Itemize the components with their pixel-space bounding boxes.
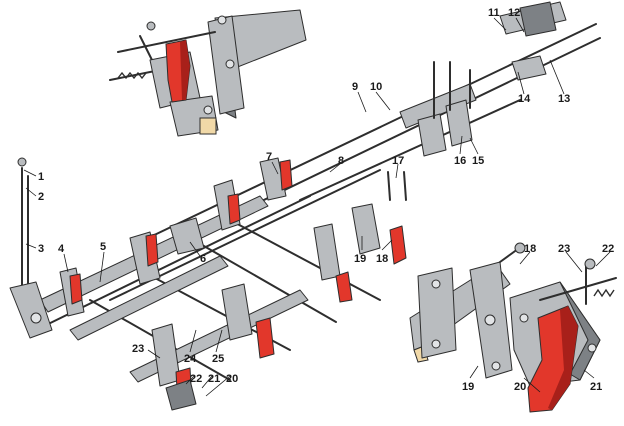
inset-bottom-right — [409, 242, 617, 413]
brake-shoe-7 — [279, 159, 293, 191]
label-4: 4 — [58, 243, 65, 255]
hanger-mid — [213, 179, 241, 231]
inset2-backplate — [417, 267, 457, 359]
inset-wood-end — [199, 117, 217, 135]
label-6: 6 — [200, 253, 206, 265]
brake-shoe-4 — [69, 273, 83, 305]
label-inset-22: 22 — [602, 243, 614, 255]
label-2: 2 — [38, 191, 44, 203]
brake-shoe-center — [335, 271, 353, 303]
inset-brake-shoe-shade — [180, 40, 190, 100]
label-13: 13 — [558, 93, 570, 105]
label-1: 1 — [38, 171, 44, 183]
inset2-pin-3 — [484, 314, 496, 326]
lever-bracket-pin — [30, 312, 42, 324]
inset2-pin-4 — [491, 361, 501, 371]
inset2-brake-shoe-shade — [548, 306, 578, 410]
frame-bar-bottom — [69, 255, 229, 341]
label-8: 8 — [338, 155, 344, 167]
brake-shoe-6 — [145, 233, 159, 267]
label-15: 15 — [472, 155, 484, 167]
inset2-lever-top — [514, 242, 526, 254]
label-11: 11 — [488, 7, 500, 19]
label-24: 24 — [184, 353, 197, 365]
label-14: 14 — [518, 93, 531, 105]
inset-top-left — [109, 9, 307, 137]
label-18: 18 — [376, 253, 388, 265]
label-inset-23: 23 — [558, 243, 570, 255]
handbrake-eye — [17, 157, 27, 167]
brake-shoe-mid — [227, 193, 241, 225]
hanger-center — [313, 223, 353, 303]
hanger-7 — [259, 157, 293, 201]
label-21: 21 — [208, 373, 220, 385]
inset-rod — [117, 31, 216, 53]
lever-bracket-left — [9, 281, 53, 339]
upper-right-assembly — [399, 1, 567, 157]
label-16: 16 — [454, 155, 466, 167]
label-20: 20 — [226, 373, 238, 385]
inset2-rod — [539, 277, 617, 301]
label-22: 22 — [190, 373, 202, 385]
label-23: 23 — [132, 343, 144, 355]
cross-rod-1 — [189, 237, 337, 323]
inset-rod-2 — [139, 35, 153, 61]
hanger-19 — [351, 203, 407, 265]
hanger-25 — [221, 283, 275, 359]
brake-shoe-25 — [255, 317, 275, 359]
leader-lines — [23, 17, 611, 397]
hanger-front — [151, 323, 197, 411]
label-9: 9 — [352, 81, 358, 93]
hanger-17 — [387, 171, 407, 201]
label-10: 10 — [370, 81, 382, 93]
label-5: 5 — [100, 241, 106, 253]
inset2-pin-5 — [519, 313, 529, 323]
label-inset-21: 21 — [590, 381, 602, 393]
inset-pin-1 — [217, 15, 227, 25]
main-rod-far — [299, 99, 521, 201]
inset2-pin-2 — [431, 339, 441, 349]
hanger-6 — [129, 217, 205, 285]
inset-rod-eye — [146, 21, 156, 31]
inset2-pin-1 — [431, 279, 441, 289]
inset2-holder-dark — [559, 281, 601, 381]
part-labels: 1 2 3 4 5 6 7 8 9 10 11 12 13 14 15 16 1… — [38, 7, 614, 393]
label-inset-18: 18 — [524, 243, 536, 255]
label-3: 3 — [38, 243, 44, 255]
inset2-pin-6 — [587, 343, 597, 353]
label-19: 19 — [354, 253, 366, 265]
hanger-4 — [59, 267, 85, 317]
inset-pin-2 — [225, 59, 235, 69]
main-rigging — [9, 1, 601, 411]
label-25: 25 — [212, 353, 224, 365]
inset-spring-rod — [109, 69, 161, 81]
label-inset-20: 20 — [514, 381, 526, 393]
label-17: 17 — [392, 155, 404, 167]
label-inset-19: 19 — [462, 381, 474, 393]
inset-pin-3 — [203, 105, 213, 115]
label-7: 7 — [266, 151, 272, 163]
cross-rod-2 — [229, 219, 381, 301]
brake-shoe-18 — [389, 225, 407, 265]
inset2-post-eye — [584, 258, 596, 270]
inset2-spring — [593, 288, 615, 298]
label-12: 12 — [508, 7, 520, 19]
